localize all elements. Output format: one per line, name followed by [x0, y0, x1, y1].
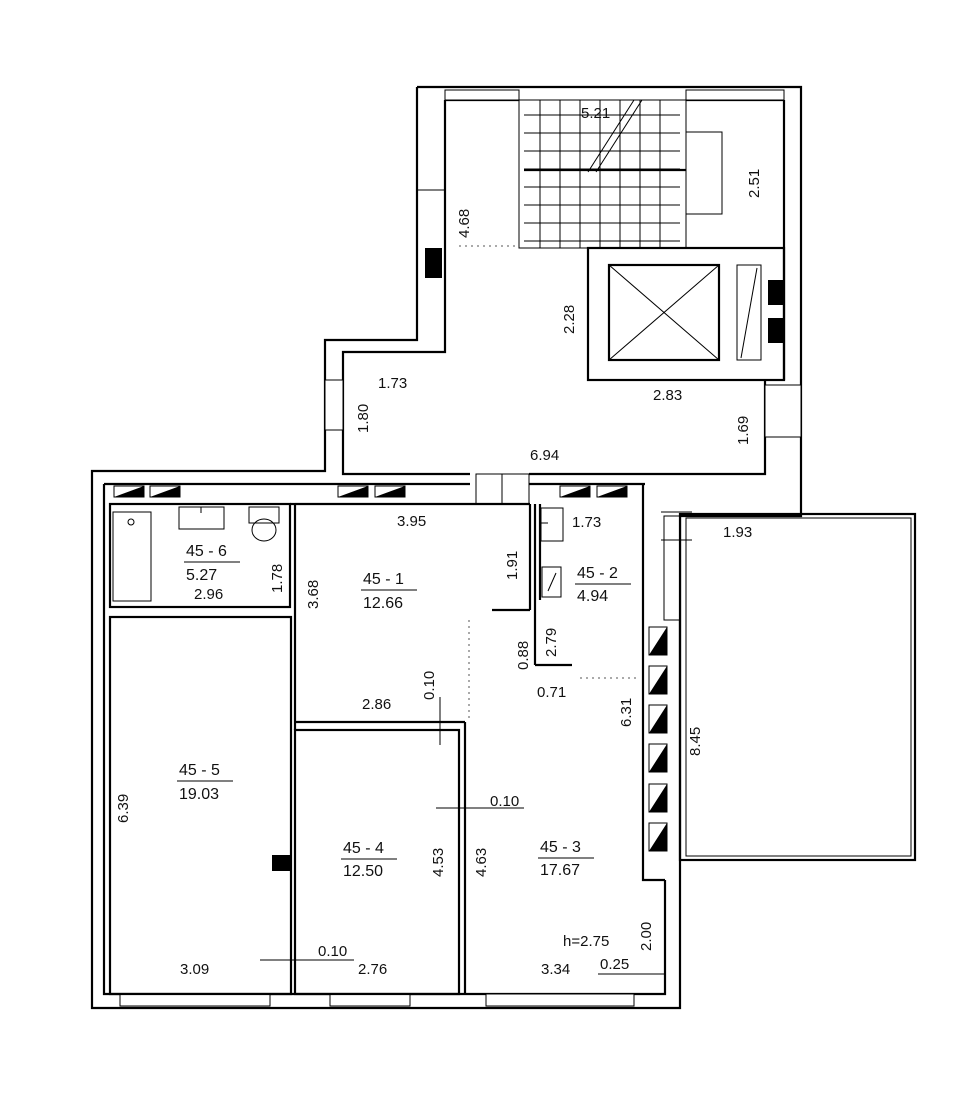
dimension-label: 6.94: [530, 447, 559, 464]
dimension-label: 1.93: [723, 524, 752, 541]
dimension-label: 2.51: [746, 169, 763, 198]
dimension-label: 6.39: [115, 794, 132, 823]
dimension-label: 5.21: [581, 105, 610, 122]
dimension-label: 0.10: [490, 793, 519, 810]
dimension-label: 1.69: [735, 416, 752, 445]
dimension-label: 0.10: [421, 671, 438, 700]
room-area: 12.50: [343, 863, 383, 880]
room-id: 45 - 5: [179, 762, 220, 779]
dimension-label: 2.79: [543, 628, 560, 657]
room-area: 12.66: [363, 595, 403, 612]
room-id: 45 - 4: [343, 840, 384, 857]
dimension-label: 3.68: [305, 580, 322, 609]
dimension-label: 3.34: [541, 961, 570, 978]
dimension-label: 1.78: [269, 564, 286, 593]
dimension-label: 0.25: [600, 956, 629, 973]
dimension-label: 8.45: [687, 727, 704, 756]
wc-toilet: [541, 566, 562, 598]
dimension-lines: [260, 189, 692, 975]
vents: [113, 485, 668, 852]
room-id: 45 - 2: [577, 565, 618, 582]
dimension-label: 2.86: [362, 696, 391, 713]
windows: [119, 89, 802, 1007]
dimension-label: 2.28: [561, 305, 578, 334]
dimension-labels: 5.21 2.51 4.68 2.28 1.73 1.80 2.83 1.69 …: [115, 105, 763, 978]
room-area: 5.27: [186, 567, 217, 584]
dimension-label: 3.95: [397, 513, 426, 530]
dimension-label: 1.73: [572, 514, 601, 531]
dimension-label: 0.88: [515, 641, 532, 670]
bathtub: [112, 511, 152, 602]
dimension-label: 1.73: [378, 375, 407, 392]
dimension-label: h=2.75: [563, 933, 609, 950]
room-id: 45 - 6: [186, 543, 227, 560]
room-labels: 45 - 6 5.27 45 - 1 12.66 45 - 2 4.94 45 …: [177, 543, 631, 880]
stairwell: [425, 99, 786, 382]
dimension-label: 4.68: [456, 209, 473, 238]
dimension-label: 4.63: [473, 848, 490, 877]
room-id: 45 - 3: [540, 839, 581, 856]
dimension-label: 0.71: [537, 684, 566, 701]
dimension-label: 2.00: [638, 922, 655, 951]
dimension-label: 4.53: [430, 848, 447, 877]
dimension-label: 2.83: [653, 387, 682, 404]
room-area: 4.94: [577, 588, 608, 605]
fixtures: [112, 506, 564, 602]
room-id: 45 - 1: [363, 571, 404, 588]
room-area: 17.67: [540, 862, 580, 879]
dimension-label: 2.76: [358, 961, 387, 978]
dimension-label: 1.91: [504, 551, 521, 580]
stair-treads: [524, 100, 680, 248]
balcony: [678, 512, 917, 862]
wc-sink: [540, 507, 564, 542]
dimension-label: 3.09: [180, 961, 209, 978]
dimension-label: 6.31: [618, 698, 635, 727]
dimension-label: 2.96: [194, 586, 223, 603]
dimension-label: 0.10: [318, 943, 347, 960]
toilet: [248, 506, 280, 524]
room-area: 19.03: [179, 786, 219, 803]
dimension-label: 1.80: [355, 404, 372, 433]
